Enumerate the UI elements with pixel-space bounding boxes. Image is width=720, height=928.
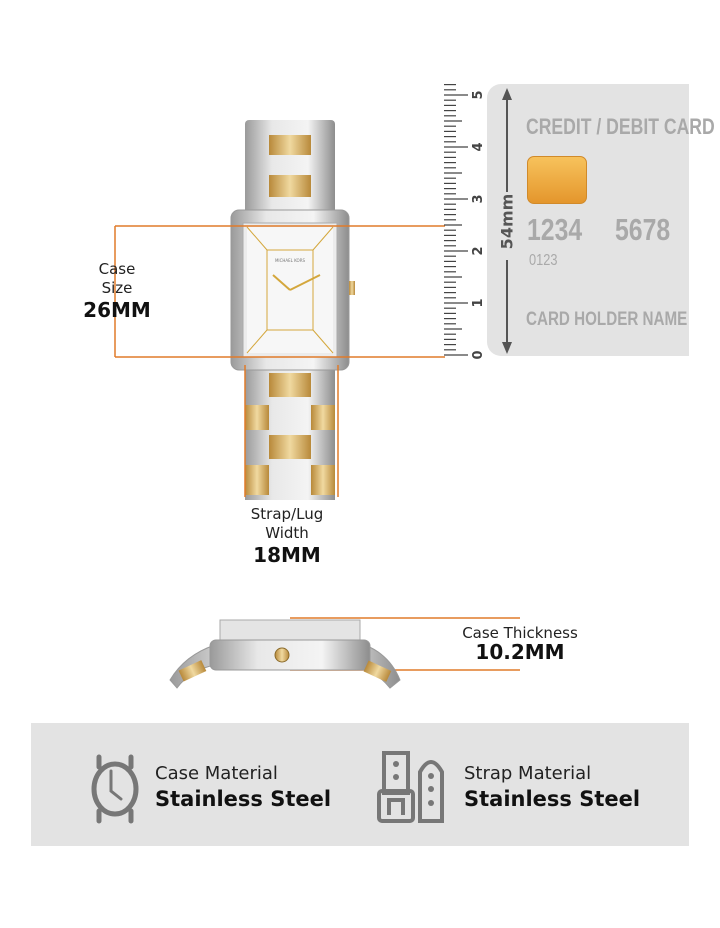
strap-width-label: Strap/Lug Width 18MM: [237, 505, 337, 565]
case-material-value: Stainless Steel: [155, 787, 332, 811]
case-size-label-line1: Case: [98, 260, 136, 278]
card-small-number: 0123: [529, 252, 558, 269]
case-thickness-value: 10.2MM: [475, 640, 565, 664]
dial-brand-text: MICHAEL KORS: [275, 258, 306, 263]
ruler: 0 1 2 3 4 5: [444, 83, 486, 360]
strap-material-label: Strap Material: [464, 763, 592, 784]
ruler-tick-label: 2: [471, 246, 486, 255]
ruler-tick-label: 4: [471, 142, 486, 151]
case-thickness-label-text: Case Thickness: [462, 624, 578, 642]
ruler-tick-label: 3: [471, 194, 486, 203]
card-number-part2: 5678: [615, 212, 671, 247]
watch-side-image: [169, 619, 401, 689]
strap-width-label-line1: Strap/Lug: [250, 505, 324, 523]
materials-panel: Case Material Stainless Steel Strap Mate…: [31, 723, 689, 846]
case-material-label: Case Material: [155, 763, 278, 784]
watch-front-image: MICHAEL KORS: [230, 120, 355, 500]
strap-width-label-line2: Width: [265, 524, 309, 542]
strap-width-value: 18MM: [253, 543, 321, 567]
credit-card: 54mm CREDIT / DEBIT CARD 1234 5678 0123 …: [487, 84, 715, 356]
ruler-tick-label: 1: [471, 298, 486, 307]
case-size-label: Case Size 26MM: [67, 260, 167, 320]
strap-material-value: Stainless Steel: [464, 787, 641, 811]
card-title: CREDIT / DEBIT CARD: [526, 114, 715, 139]
case-size-value: 26MM: [83, 298, 151, 322]
card-holder-name: CARD HOLDER NAME: [526, 309, 688, 330]
chip-icon: [527, 156, 587, 204]
card-height-label: 54mm: [497, 193, 517, 250]
watch-icon: [91, 754, 139, 824]
case-thickness-label: Case Thickness 10.2MM: [450, 624, 590, 662]
card-number-part1: 1234: [527, 212, 583, 247]
ruler-tick-label: 0: [471, 350, 486, 359]
case-size-label-line2: Size: [101, 279, 133, 297]
strap-icon: [377, 751, 444, 823]
height-arrow: [502, 88, 512, 354]
ruler-tick-label: 5: [471, 90, 486, 99]
